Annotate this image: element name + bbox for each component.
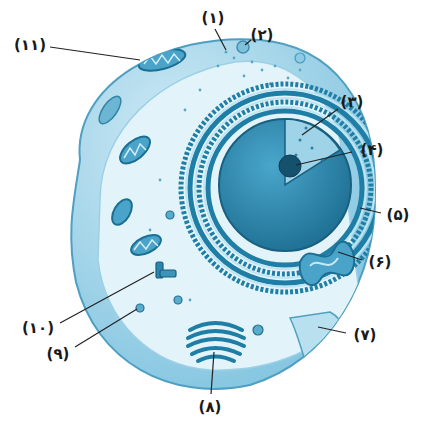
callout-number: (۲) [251, 28, 274, 43]
callout-number: (۱۰) [22, 321, 54, 336]
centriole [156, 262, 176, 278]
leader-lines [50, 29, 381, 394]
nucleus [219, 119, 351, 251]
smooth-er [300, 242, 354, 285]
mitochondrion [95, 45, 187, 259]
callout-number: (۸) [199, 400, 222, 415]
callout-number: (۳) [341, 95, 364, 110]
vesicle [295, 53, 305, 63]
callout-number: (۱) [202, 11, 225, 26]
callout-number: (۹) [47, 347, 70, 362]
callout-number: (۵) [387, 208, 410, 223]
vesicle [136, 304, 144, 312]
callout-number: (۷) [354, 328, 377, 343]
golgi [188, 323, 244, 361]
cell-body [71, 39, 375, 389]
rough-er [181, 84, 389, 292]
membrane-flap [290, 312, 347, 360]
callout-number: (۶) [369, 255, 392, 270]
callout-number: (۱۱) [14, 38, 46, 53]
nucleolus [279, 155, 301, 177]
callout-number: (۴) [361, 143, 384, 158]
